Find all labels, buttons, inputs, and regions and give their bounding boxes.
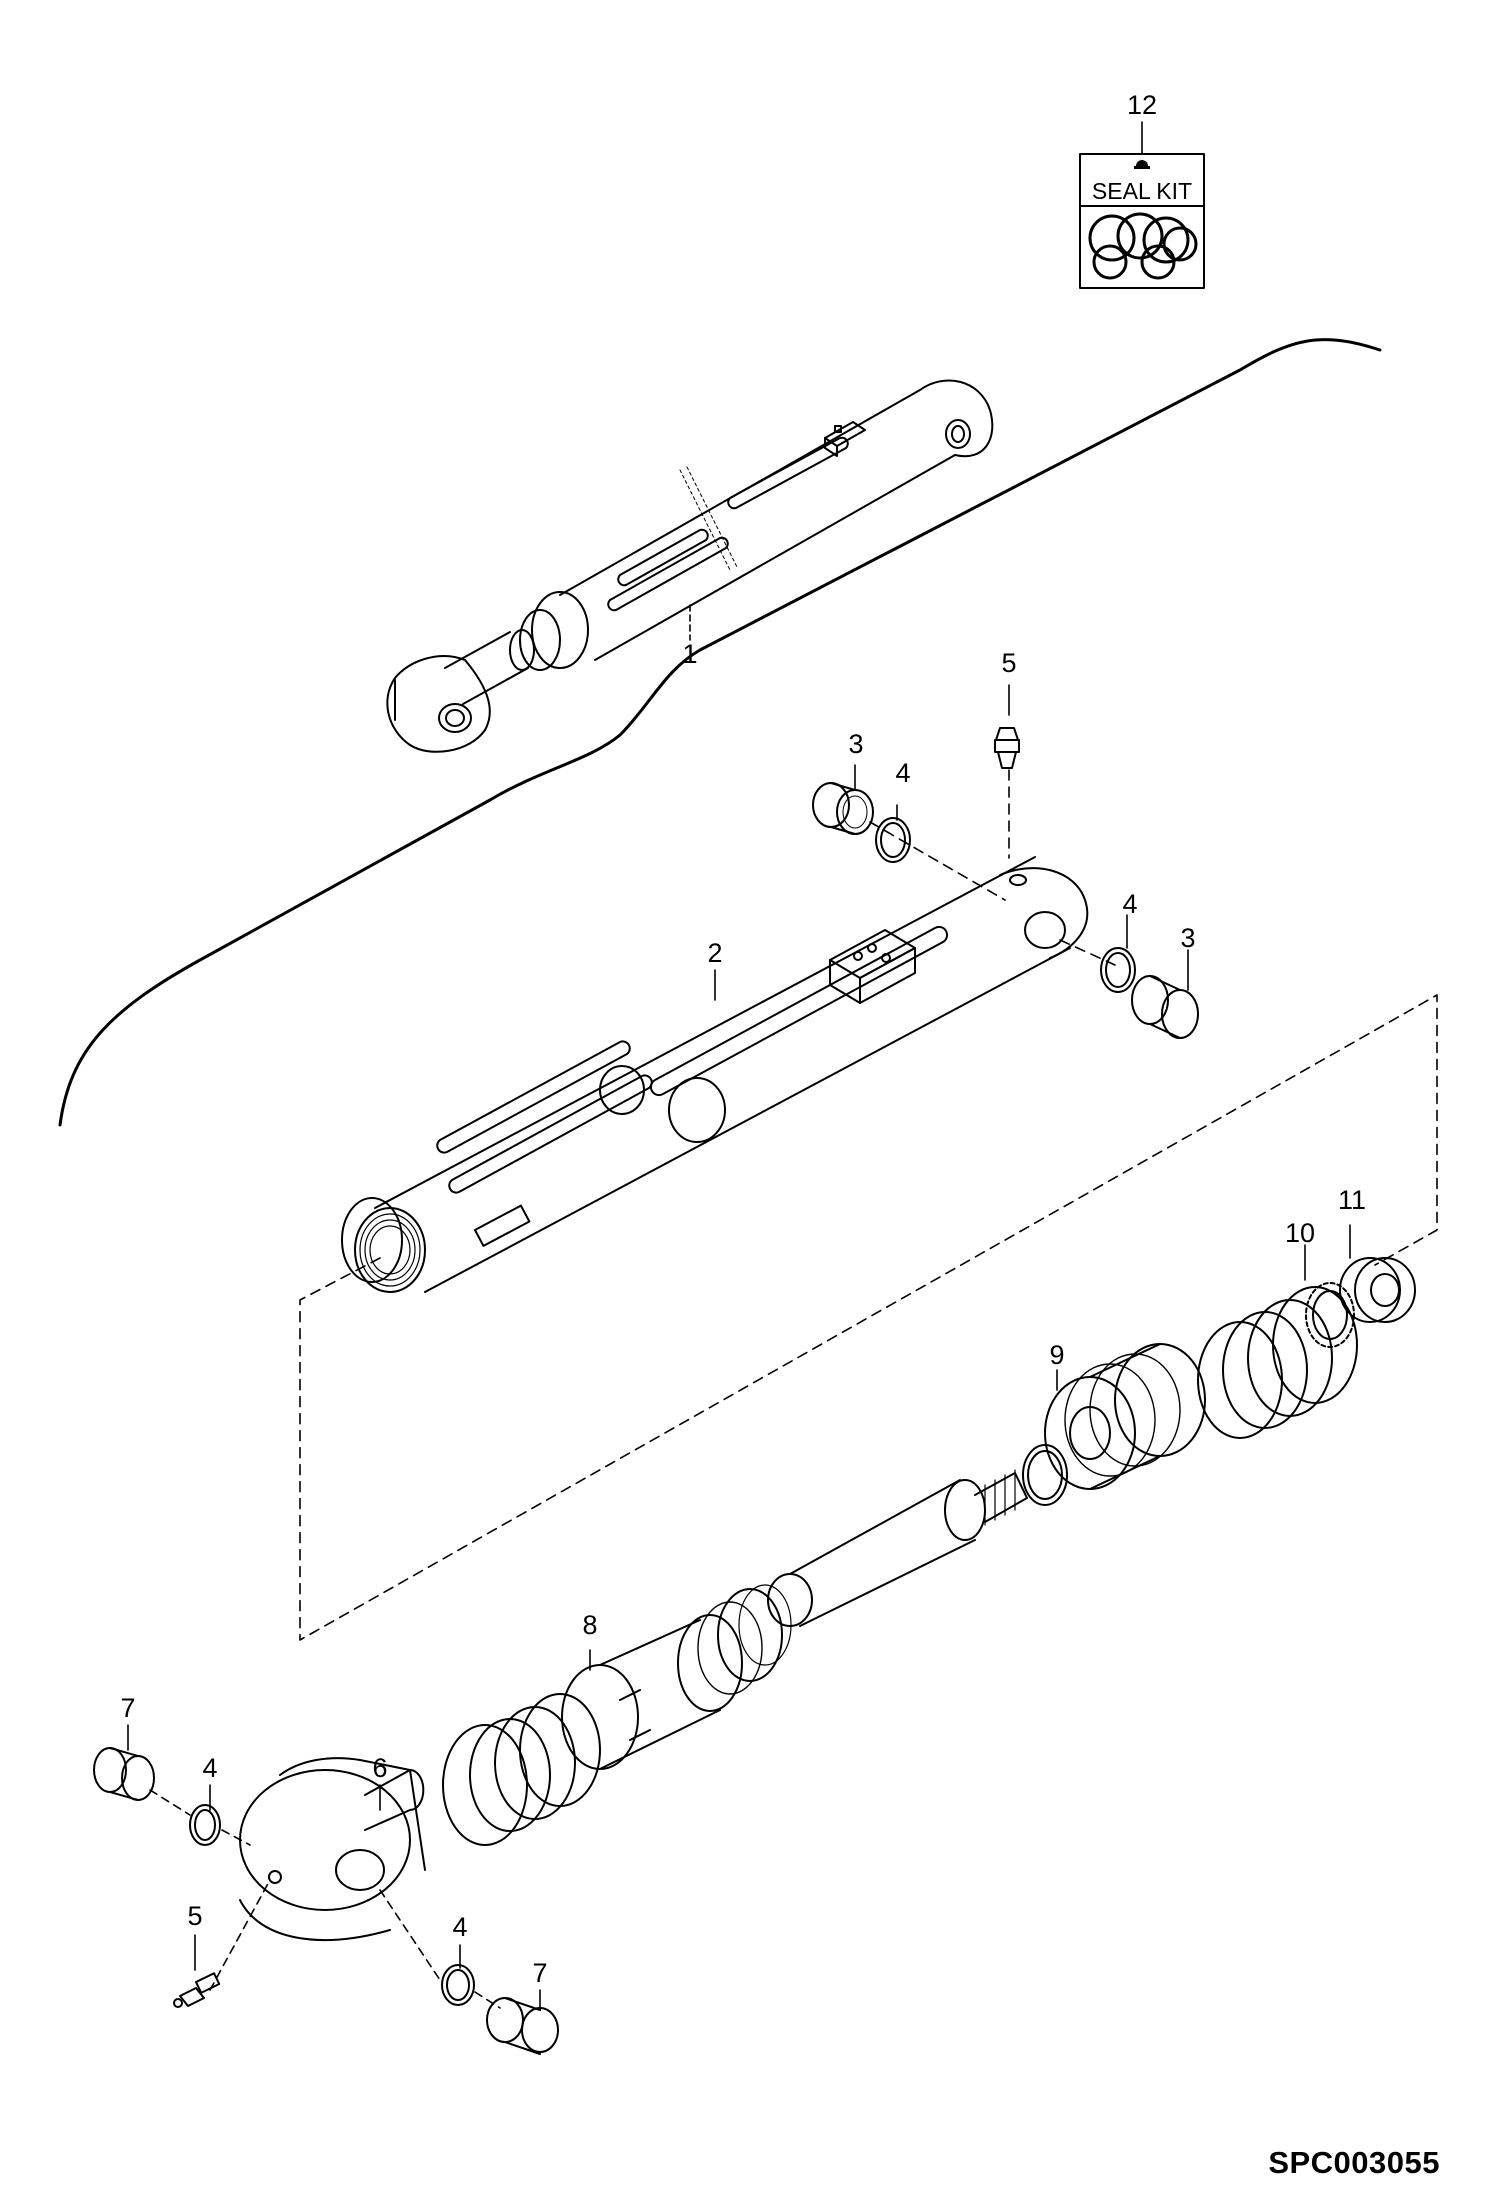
rod-eye-6 — [239, 1757, 426, 1941]
lock-washer-10 — [1305, 1282, 1355, 1348]
bushing-7-right — [486, 1997, 559, 2055]
gland-8 — [561, 1584, 792, 1770]
callout-3-top: 3 — [848, 729, 864, 759]
snap-ring-4-rod-left — [189, 1804, 221, 1846]
seal-rings-left — [442, 1693, 601, 1846]
rod-eye-alignment-lines — [149, 1789, 501, 2009]
snap-ring-4-right — [1100, 947, 1136, 993]
assembly-bracket-curve — [58, 338, 1382, 1127]
callout-7-right: 7 — [532, 1958, 548, 1988]
callout-9: 9 — [1049, 1340, 1065, 1370]
callout-5-rod: 5 — [187, 1901, 203, 1931]
figure-code: SPC003055 — [1268, 2145, 1440, 2180]
seal-kit-label: SEAL KIT — [1091, 178, 1193, 204]
cylinder-assembly-1 — [386, 379, 994, 753]
nut-11 — [1339, 1257, 1416, 1323]
alignment-lines — [299, 769, 1438, 1641]
grease-fitting-5-top — [994, 727, 1020, 769]
callout-5-top: 5 — [1001, 648, 1017, 678]
callout-4-right: 4 — [1122, 889, 1138, 919]
callout-leaders — [127, 684, 1351, 2011]
cylinder-barrel-2 — [341, 856, 1089, 1293]
callout-4-top: 4 — [895, 758, 911, 788]
seal-rings-right — [1197, 1286, 1358, 1439]
seal-kit-icon — [1079, 121, 1205, 289]
snap-ring-4-top — [875, 817, 911, 863]
callout-4-rod-right: 4 — [452, 1912, 468, 1942]
bushing-3-top — [812, 782, 874, 835]
callout-12: 12 — [1126, 90, 1158, 120]
piston-rod — [767, 1469, 1028, 1627]
callout-10: 10 — [1284, 1218, 1316, 1248]
callout-7-left: 7 — [120, 1693, 136, 1723]
snap-ring-4-rod-right — [441, 1964, 475, 2006]
piston-9 — [1044, 1343, 1206, 1490]
callout-2: 2 — [707, 938, 723, 968]
callout-1: 1 — [682, 639, 698, 669]
grease-fitting-5-rod — [173, 1972, 221, 2008]
callout-11: 11 — [1337, 1185, 1367, 1215]
callout-3-right: 3 — [1180, 923, 1196, 953]
callout-6: 6 — [372, 1753, 388, 1783]
callout-4-rod-left: 4 — [202, 1753, 218, 1783]
bushing-3-right — [1131, 975, 1199, 1039]
bushing-7-left — [93, 1747, 155, 1801]
callout-8: 8 — [582, 1610, 598, 1640]
